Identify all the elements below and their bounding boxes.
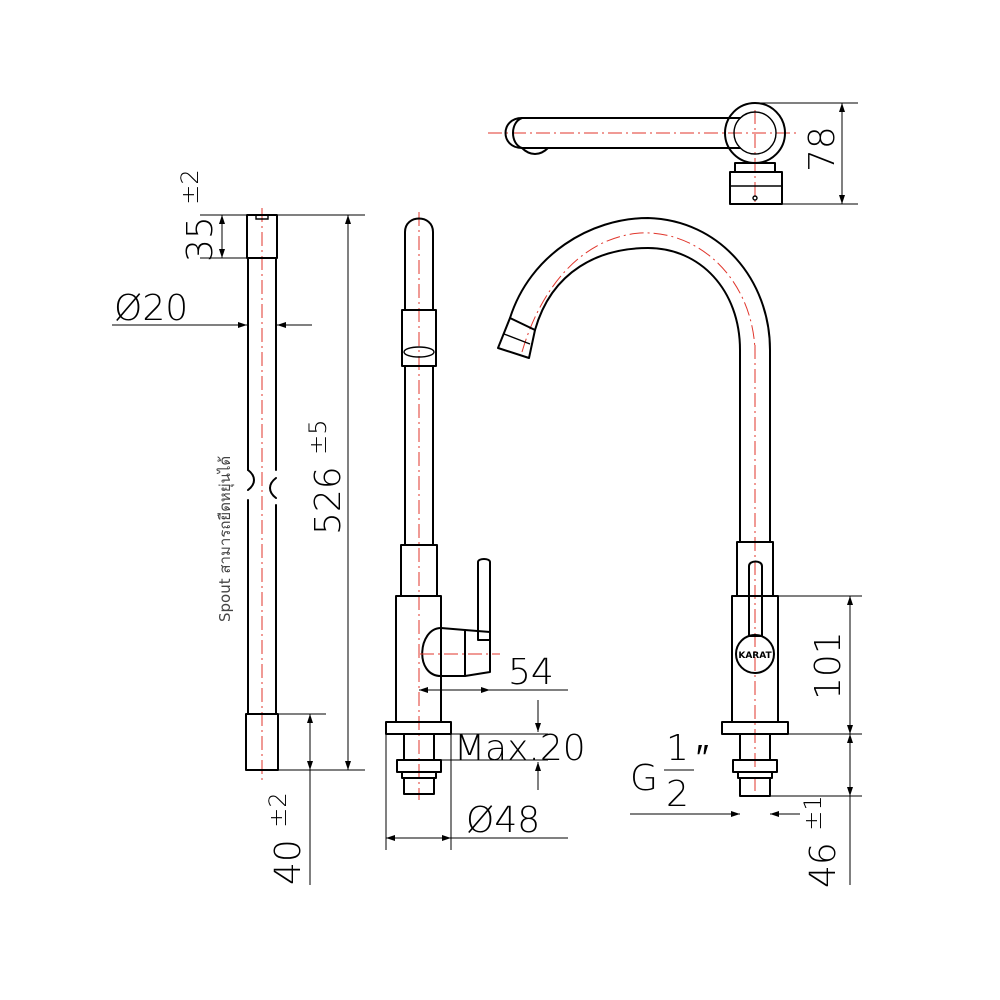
- dim-handle-projection: 54: [508, 652, 554, 693]
- dim-max-thickness: Max.20: [454, 728, 586, 769]
- thread-inch-mark: ″: [696, 738, 709, 779]
- dim-spout-bottom-tol: ±2: [264, 792, 292, 827]
- spout-flexible-note: Spout สามารถยืดหยุ่นได้: [216, 456, 235, 622]
- dim-top-depth: 78: [802, 126, 843, 172]
- dim-shank-length-value: 46: [803, 842, 844, 888]
- brand-logo: KARAT: [738, 651, 772, 661]
- dim-spout-length-tol: ±5: [304, 419, 332, 454]
- spout-detail-view: Spout สามารถยืดหยุ่นได้ 35 ±2 Ø20 526 ±5…: [112, 169, 365, 885]
- svg-text:40 ±2: 40 ±2: [264, 792, 309, 885]
- dim-spout-diameter: Ø20: [114, 288, 188, 329]
- svg-text:35 ±2: 35 ±2: [176, 169, 221, 262]
- faucet-front-view: KARAT 101 46 ±1 G 1 2 ″: [497, 217, 862, 888]
- dim-base-diameter: Ø48: [466, 800, 540, 841]
- thread-numerator: 1: [666, 728, 689, 769]
- dim-spout-top-tol: ±2: [176, 169, 204, 204]
- dim-shank-length-tol: ±1: [799, 795, 827, 830]
- thread-prefix: G: [630, 758, 658, 799]
- thread-denominator: 2: [666, 774, 689, 815]
- svg-text:46 ±1: 46 ±1: [799, 795, 844, 888]
- dim-spout-bottom-value: 40: [268, 839, 309, 885]
- faucet-top-view: 78: [488, 102, 858, 205]
- dim-spout-length-value: 526: [308, 466, 349, 535]
- svg-text:526 ±5: 526 ±5: [304, 419, 349, 535]
- faucet-side-view: 54 Max.20 Ø48: [385, 212, 586, 850]
- thread-spec-label: G 1 2 ″: [630, 728, 709, 815]
- dim-body-height: 101: [808, 631, 849, 700]
- dim-spout-top-value: 35: [180, 216, 221, 262]
